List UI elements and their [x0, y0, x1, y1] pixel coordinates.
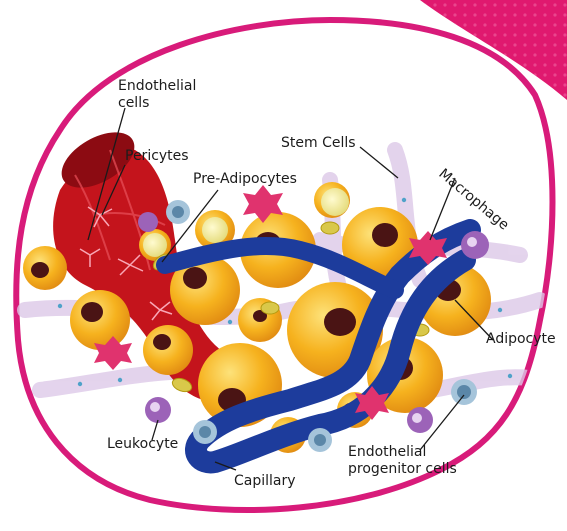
label-endothelial-progenitor-line1: Endothelial [348, 444, 426, 460]
label-endothelial-progenitor-line2: progenitor cells [348, 461, 457, 477]
label-stem-cells: Stem Cells [281, 135, 356, 151]
label-pre-adipocytes: Pre-Adipocytes [193, 171, 297, 187]
label-adipocyte: Adipocyte [486, 331, 556, 347]
label-endothelial-cells-line2: cells [118, 95, 149, 111]
label-endothelial-cells-line1: Endothelial [118, 78, 196, 94]
label-capillary: Capillary [234, 473, 296, 489]
label-pericytes: Pericytes [125, 148, 189, 164]
label-leukocyte: Leukocyte [107, 436, 178, 452]
